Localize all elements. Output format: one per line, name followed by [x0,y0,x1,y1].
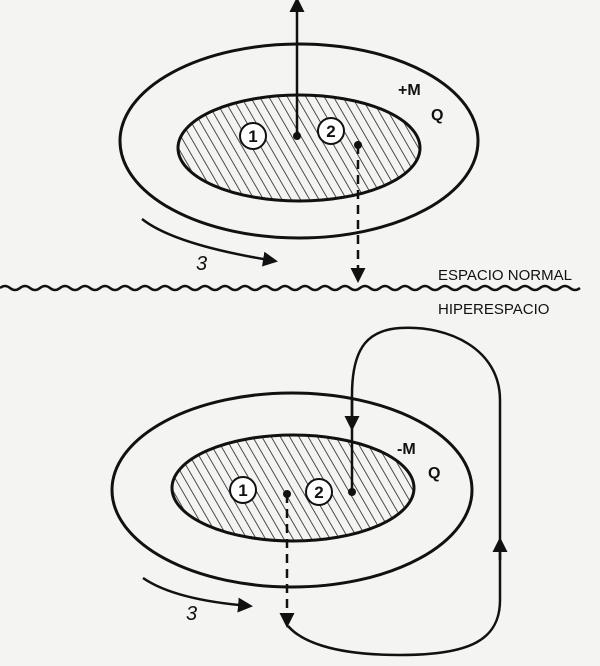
space-divider: ESPACIO NORMAL HIPERESPACIO [0,267,581,318]
top-charge-label: Q [431,107,443,124]
top-point-1-label: 1 [248,127,257,146]
bottom-rotation-arrow [142,576,253,613]
bottom-hyperspace-loop [287,326,502,657]
bottom-point-2-circle [305,478,333,506]
normal-space-label: ESPACIO NORMAL [438,267,572,284]
bottom-outer-ellipse [110,391,474,589]
bottom-point-1-circle [229,476,257,504]
space-boundary-wavy-line [0,284,581,292]
top-rotation-label: 3 [196,253,207,275]
bottom-mass-label: -M [397,441,416,458]
bottom-exit-dot [348,488,356,496]
bottom-point-1-label: 1 [238,481,247,500]
top-center-dot [293,132,301,140]
top-point-2-label: 2 [326,122,335,141]
bottom-diagram: 1 2 -M Q 3 [110,326,508,657]
bottom-rotation-label: 3 [186,603,197,625]
top-rotation-arrow [141,218,278,267]
top-hatched-disk [176,93,422,203]
bottom-hatched-disk [170,433,416,543]
bottom-point-2-label: 2 [314,483,323,502]
top-point-2-circle [317,117,345,145]
top-outer-ellipse [118,42,480,240]
bottom-charge-label: Q [428,465,440,482]
top-point-1-circle [239,122,267,150]
hyperspace-label: HIPERESPACIO [438,301,549,318]
top-mass-label: +M [398,82,421,99]
top-diagram: 1 2 +M Q 3 [118,0,480,283]
